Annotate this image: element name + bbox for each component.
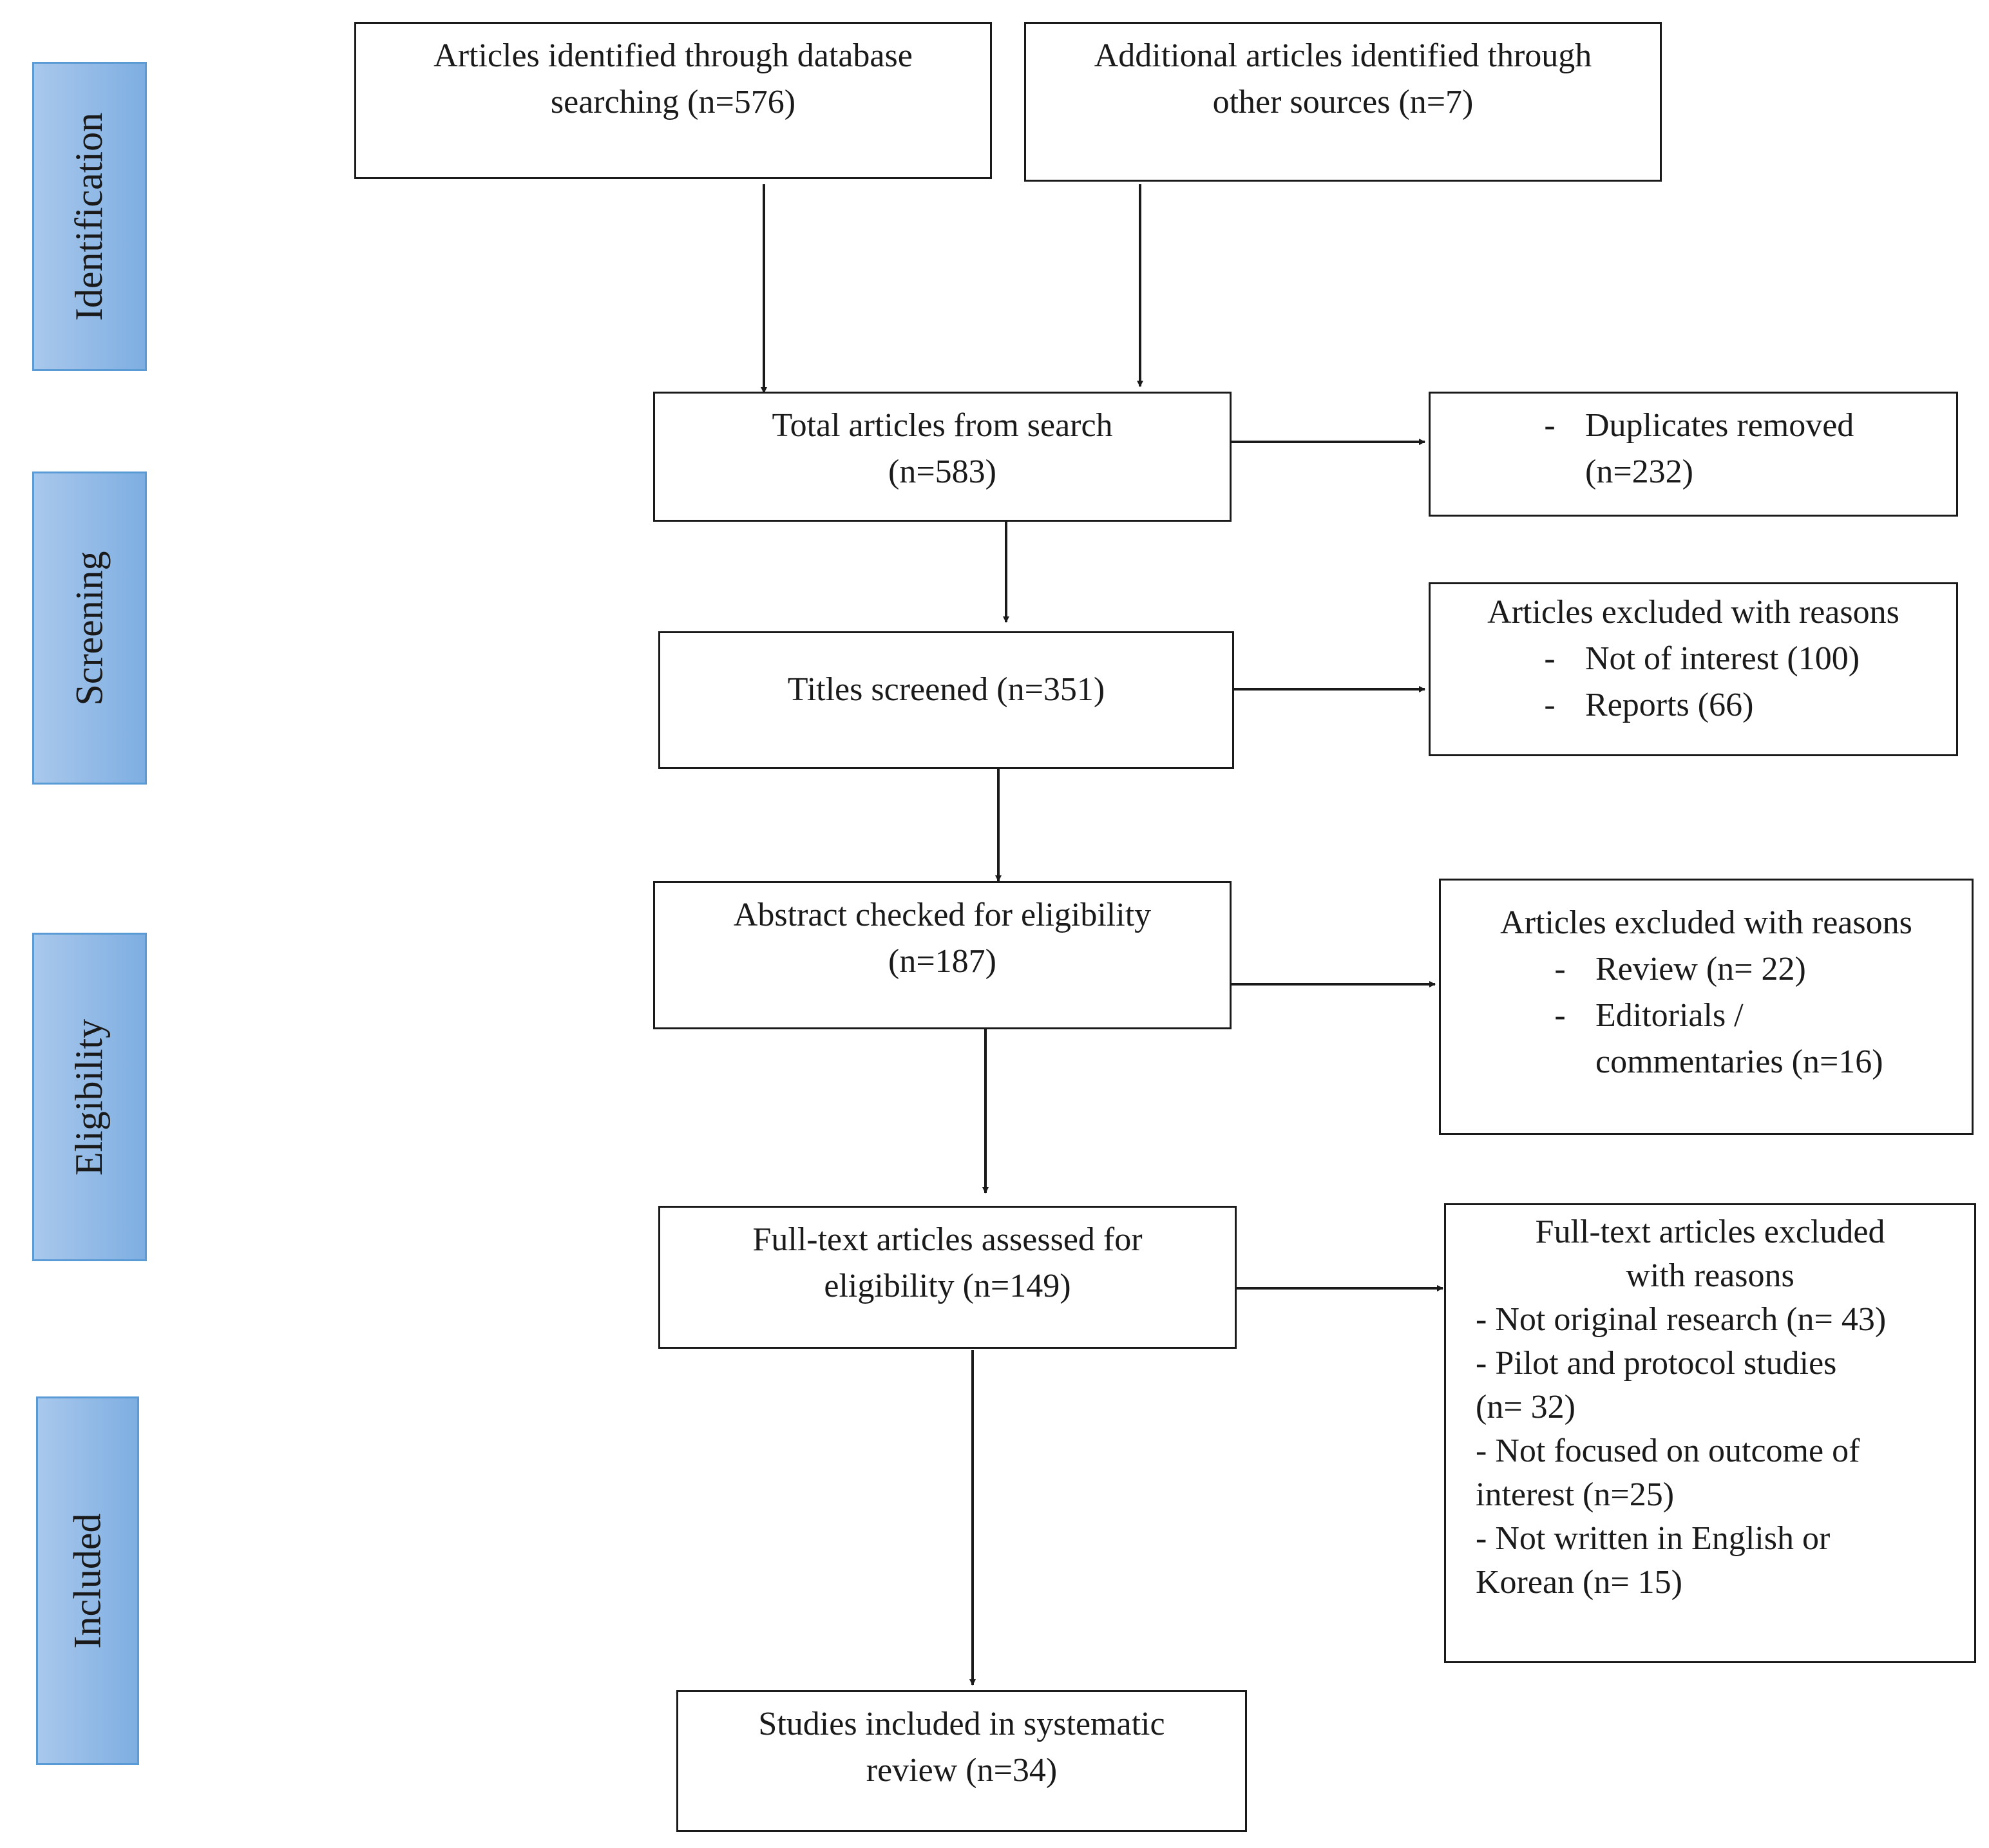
box-titles-screened: Titles screened (n=351) <box>658 631 1234 769</box>
duplicates-item: -Duplicates removed <box>1514 403 1956 449</box>
duplicates-dash: - <box>1544 407 1556 444</box>
titles-excluded-dash-2: - <box>1544 687 1556 723</box>
abstract-excluded-item-1: -Review (n= 22) <box>1441 946 1972 993</box>
box-other-sources-line1: Additional articles identified through <box>1094 37 1592 74</box>
box-total-articles-line1: Total articles from search <box>772 407 1113 444</box>
box-abstract-excluded: Articles excluded with reasons -Review (… <box>1439 879 1974 1135</box>
abstract-excluded-dash-2: - <box>1554 997 1566 1034</box>
box-titles-screened-line1: Titles screened (n=351) <box>787 671 1105 708</box>
duplicates-item-cont-text: (n=232) <box>1585 453 1693 490</box>
fulltext-excluded-line-1: - Not original research (n= 43) <box>1476 1301 1887 1338</box>
box-fulltext-excluded: Full-text articles excluded with reasons… <box>1444 1203 1976 1663</box>
box-studies-included-line1: Studies included in systematic <box>758 1706 1165 1742</box>
fulltext-excluded-line-3: (n= 32) <box>1476 1389 1575 1425</box>
fulltext-excluded-header-1: Full-text articles excluded <box>1535 1214 1885 1250</box>
titles-excluded-header: Articles excluded with reasons <box>1487 594 1899 631</box>
fulltext-excluded-line-7: Korean (n= 15) <box>1476 1564 1682 1601</box>
box-total-articles: Total articles from search (n=583) <box>653 392 1232 522</box>
box-studies-included-line2: review (n=34) <box>866 1752 1058 1789</box>
box-abstract-checked-line2: (n=187) <box>888 943 996 980</box>
box-fulltext-assessed-line2: eligibility (n=149) <box>824 1268 1071 1304</box>
duplicates-item-text: Duplicates removed <box>1585 407 1854 444</box>
box-abstract-checked-line1: Abstract checked for eligibility <box>733 897 1152 933</box>
box-database-search-line2: searching (n=576) <box>550 84 796 120</box>
abstract-excluded-item-2-text: Editorials / <box>1595 997 1744 1034</box>
box-titles-excluded: Articles excluded with reasons -Not of i… <box>1429 582 1958 756</box>
abstract-excluded-dash-1: - <box>1554 951 1566 987</box>
titles-excluded-item-1: -Not of interest (100) <box>1431 636 1956 682</box>
box-total-articles-line2: (n=583) <box>888 453 996 490</box>
box-other-sources-line2: other sources (n=7) <box>1212 84 1474 120</box>
fulltext-excluded-header-2: with reasons <box>1626 1257 1794 1294</box>
box-other-sources: Additional articles identified through o… <box>1024 22 1662 182</box>
abstract-excluded-item-2-cont: commentaries (n=16) <box>1441 1039 1972 1085</box>
titles-excluded-item-2: -Reports (66) <box>1431 682 1956 729</box>
box-abstract-checked: Abstract checked for eligibility (n=187) <box>653 881 1232 1029</box>
titles-excluded-item-1-text: Not of interest (100) <box>1585 640 1860 677</box>
stage-identification: Identification <box>32 62 147 371</box>
box-studies-included: Studies included in systematic review (n… <box>676 1690 1247 1832</box>
box-database-search: Articles identified through database sea… <box>354 22 992 179</box>
box-database-search-line1: Articles identified through database <box>433 37 913 74</box>
titles-excluded-dash-1: - <box>1544 640 1556 677</box>
fulltext-excluded-line-4: - Not focused on outcome of <box>1476 1433 1860 1469</box>
stage-eligibility: Eligibility <box>32 933 147 1261</box>
fulltext-excluded-line-5: interest (n=25) <box>1476 1476 1675 1513</box>
abstract-excluded-header: Articles excluded with reasons <box>1500 904 1912 941</box>
duplicates-item-cont: (n=232) <box>1514 449 1956 495</box>
titles-excluded-item-2-text: Reports (66) <box>1585 687 1754 723</box>
box-fulltext-assessed-line1: Full-text articles assessed for <box>752 1221 1143 1258</box>
fulltext-excluded-line-6: - Not written in English or <box>1476 1520 1831 1557</box>
stage-screening: Screening <box>32 472 147 785</box>
fulltext-excluded-line-2: - Pilot and protocol studies <box>1476 1345 1837 1382</box>
abstract-excluded-item-2: -Editorials / <box>1441 993 1972 1039</box>
abstract-excluded-item-2-cont-text: commentaries (n=16) <box>1595 1043 1883 1080</box>
box-duplicates-removed: -Duplicates removed (n=232) <box>1429 392 1958 517</box>
stage-included: Included <box>36 1396 139 1765</box>
box-fulltext-assessed: Full-text articles assessed for eligibil… <box>658 1206 1237 1349</box>
abstract-excluded-item-1-text: Review (n= 22) <box>1595 951 1806 987</box>
